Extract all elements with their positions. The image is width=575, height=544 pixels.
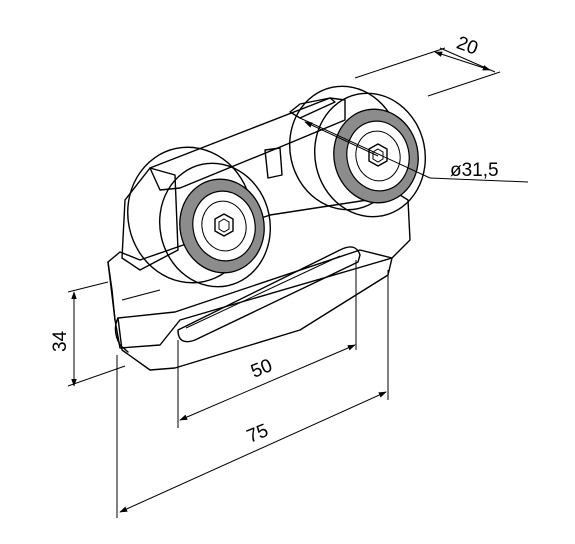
hex-socket-icon <box>214 213 234 237</box>
height-dimension <box>67 281 126 387</box>
overall-width-label: 75 <box>244 420 271 447</box>
right-wheel <box>288 85 427 218</box>
diameter-label: ø31,5 <box>450 160 499 181</box>
inner-width-label: 50 <box>248 355 275 382</box>
height-label: 34 <box>50 330 71 352</box>
carriage-body <box>107 97 411 371</box>
diameter-leader <box>299 117 529 183</box>
overall-width-dimension <box>116 270 389 518</box>
left-wheel <box>127 146 272 288</box>
depth-dimension <box>354 47 501 97</box>
